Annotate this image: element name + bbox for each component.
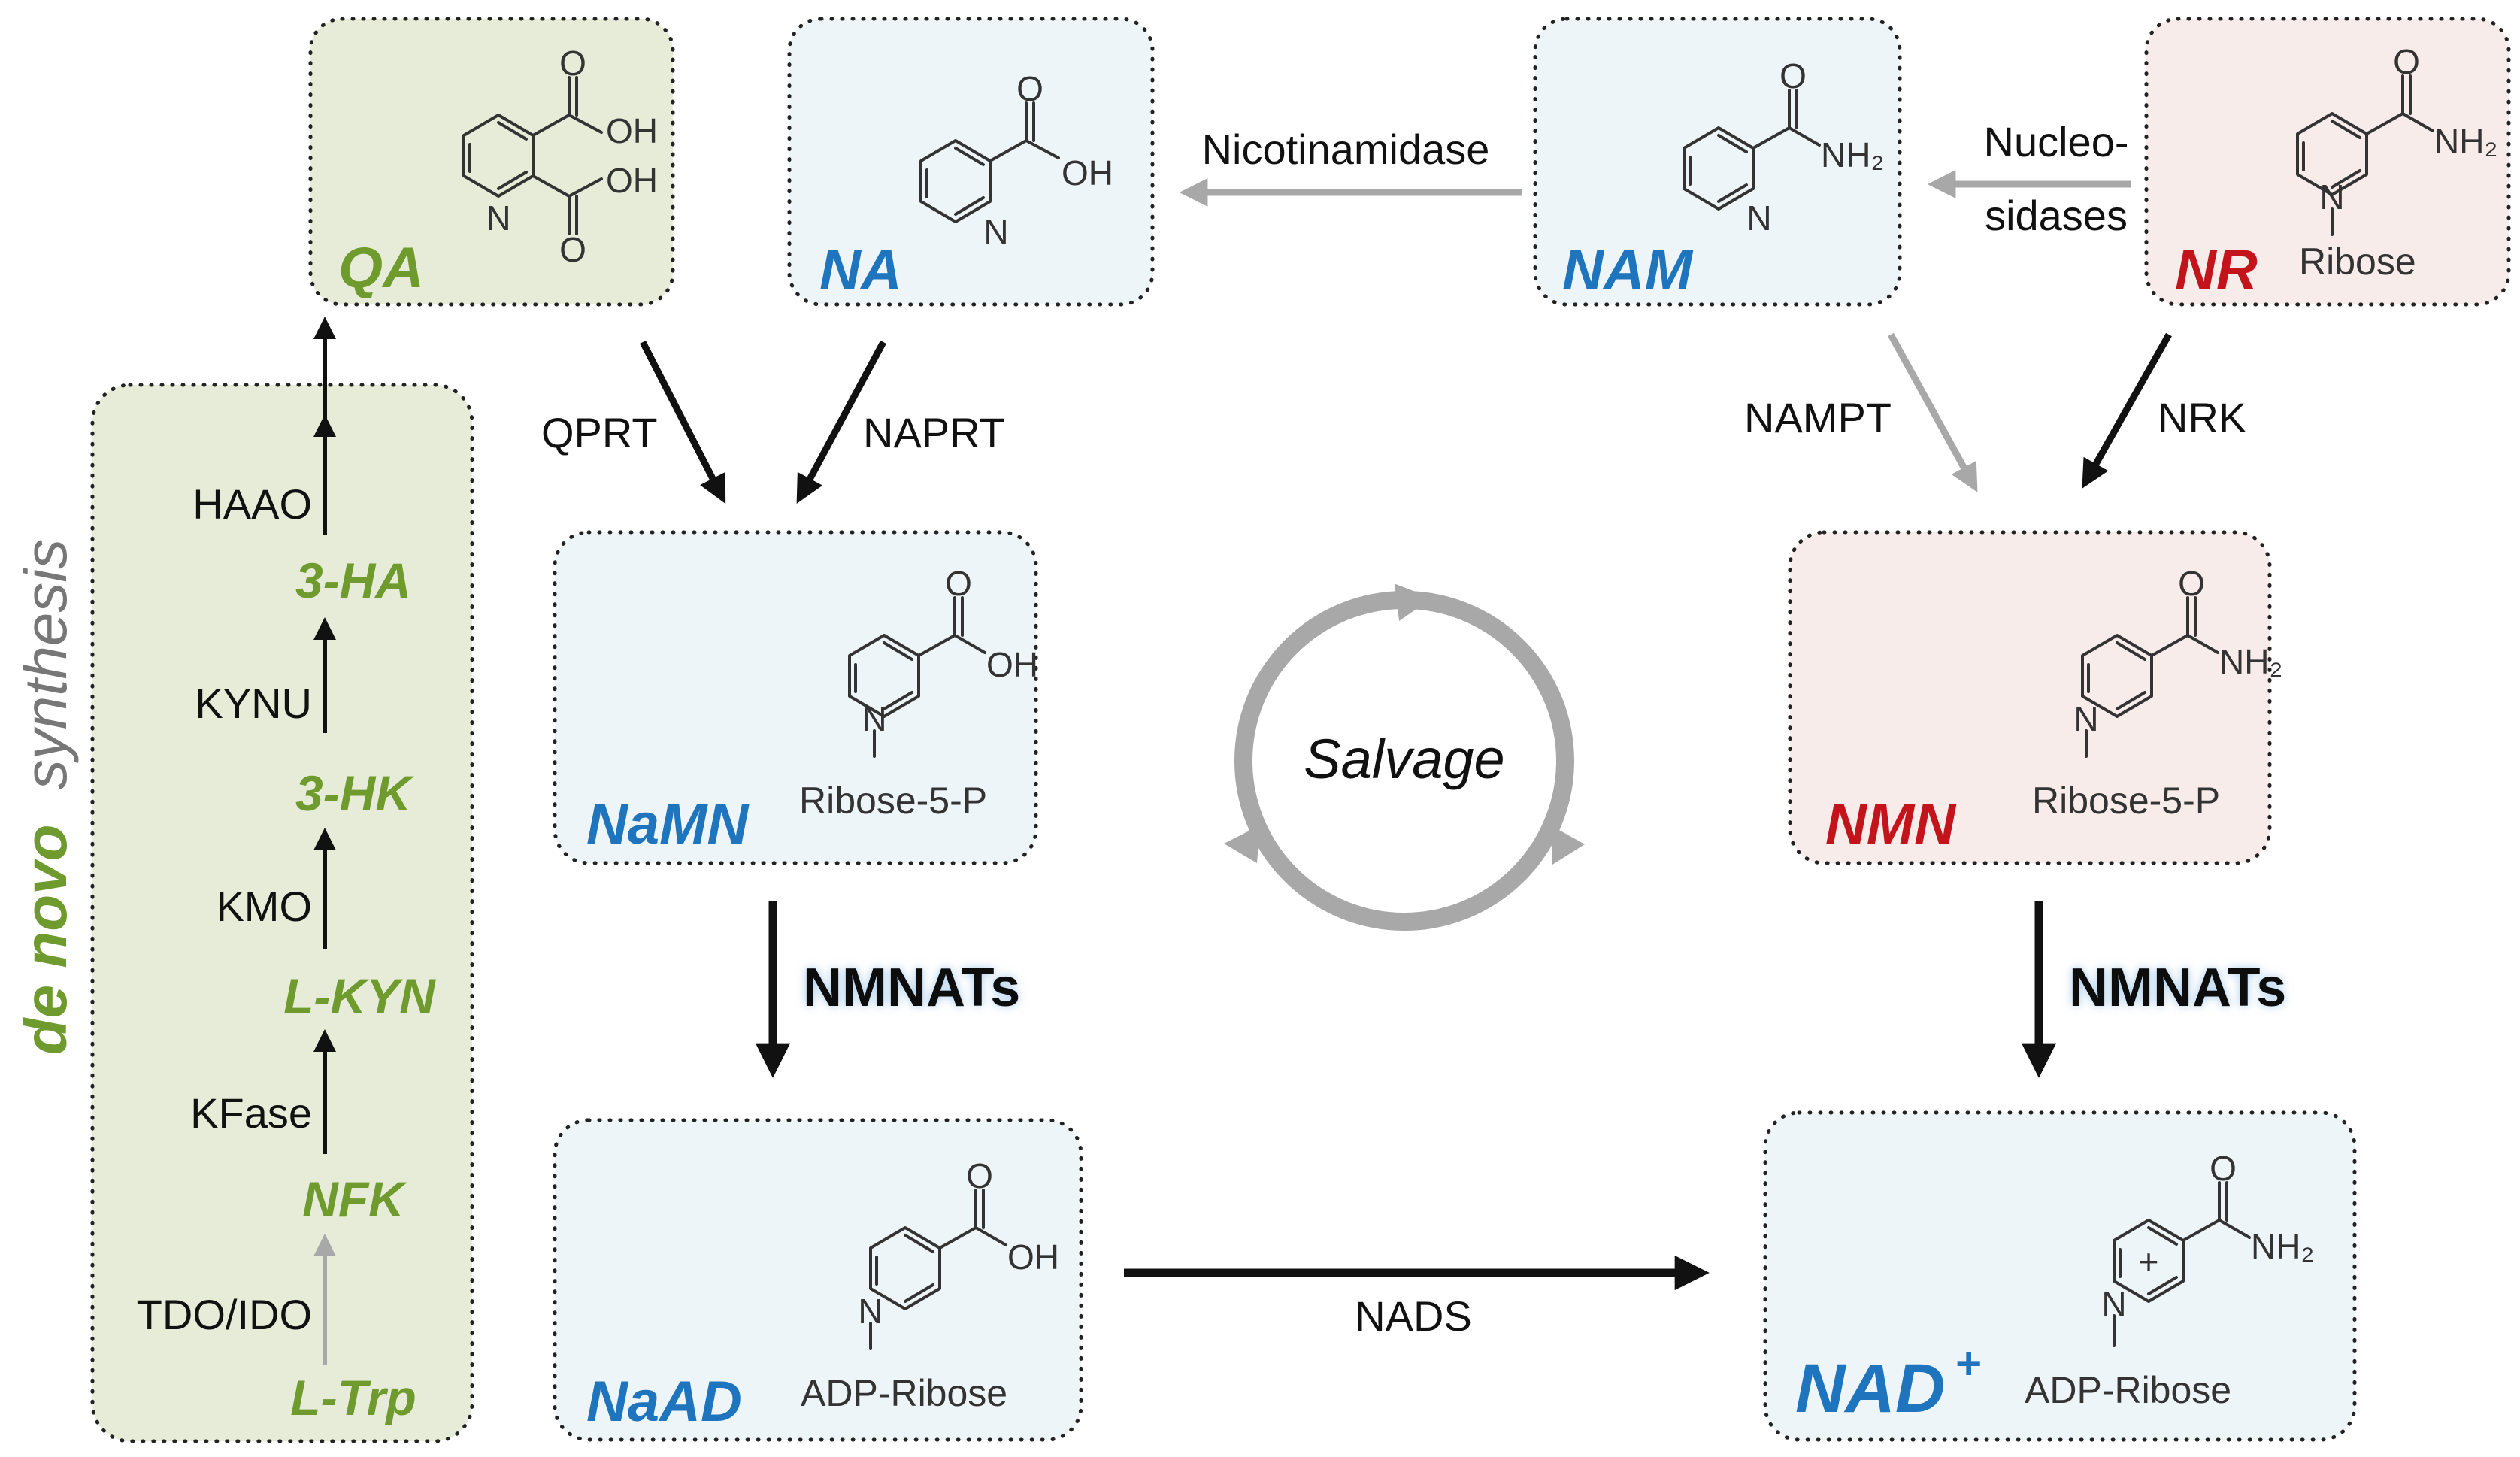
label-kynu: KYNU bbox=[195, 680, 312, 727]
naad-ribose: ADP-Ribose bbox=[801, 1372, 1007, 1414]
qa-n: N bbox=[486, 198, 510, 238]
nad-ribose: ADP-Ribose bbox=[2025, 1369, 2231, 1411]
na-structure: O OH N bbox=[919, 69, 1113, 251]
arrow-naprt bbox=[796, 340, 886, 504]
namn-o: O bbox=[945, 564, 972, 603]
nr-n: N bbox=[2319, 177, 2344, 217]
nad-n: N bbox=[2101, 1284, 2126, 1323]
label-qprt: QPRT bbox=[541, 409, 658, 456]
label-nicotinamidase: Nicotinamidase bbox=[1202, 126, 1490, 173]
nam-o: O bbox=[1779, 56, 1807, 95]
nr-ribose: Ribose bbox=[2299, 241, 2416, 283]
nad-nh2: NH₂ bbox=[2251, 1227, 2314, 1266]
nam-label: NAM bbox=[1562, 238, 1694, 302]
na-o: O bbox=[1016, 69, 1043, 108]
step-nfk: NFK bbox=[302, 1171, 407, 1227]
naad-oh: OH bbox=[1007, 1237, 1059, 1277]
nmn-n: N bbox=[2073, 699, 2098, 738]
naad-o: O bbox=[966, 1156, 993, 1195]
nr-nh2: NH₂ bbox=[2434, 122, 2497, 161]
na-n: N bbox=[983, 212, 1008, 251]
qa-oh1: OH bbox=[606, 111, 658, 150]
nmn-structure: O NH₂ N bbox=[2073, 564, 2282, 758]
step-3-hk: 3-HK bbox=[295, 765, 414, 821]
nr-label: NR bbox=[2175, 238, 2258, 302]
qa-o2: O bbox=[559, 230, 586, 269]
namn-oh: OH bbox=[986, 645, 1038, 684]
qa-structure: O OH OH O N bbox=[462, 44, 658, 269]
label-nmnats-left: NMNATs bbox=[803, 958, 1020, 1018]
namn-n: N bbox=[862, 699, 886, 738]
side-label-synthesis: synthesis bbox=[12, 539, 79, 789]
label-nucleosidases-2: sidases bbox=[1985, 192, 2128, 239]
namn-box bbox=[553, 530, 1038, 865]
step-l-trp: L-Trp bbox=[290, 1370, 416, 1425]
naad-n: N bbox=[858, 1292, 883, 1331]
nr-structure: O NH₂ N bbox=[2296, 42, 2497, 236]
naad-box bbox=[553, 1118, 1083, 1442]
nad-box bbox=[1763, 1110, 2357, 1442]
label-nmnats-right: NMNATs bbox=[2069, 958, 2286, 1018]
nad-ring-charge: + bbox=[2139, 1242, 2159, 1281]
arrow-nrk bbox=[2082, 332, 2172, 489]
label-kmo: KMO bbox=[216, 883, 312, 930]
label-naprt: NAPRT bbox=[863, 409, 1005, 456]
qa-o1: O bbox=[559, 44, 586, 83]
nad-structure: O NH₂ N + bbox=[2101, 1149, 2314, 1347]
nad-o: O bbox=[2210, 1149, 2237, 1188]
nam-structure: O NH₂ N bbox=[1683, 56, 1884, 238]
nmn-nh2: NH₂ bbox=[2219, 642, 2282, 681]
namn-ribose: Ribose-5-P bbox=[799, 780, 987, 822]
nmn-label: NMN bbox=[1825, 792, 1957, 856]
label-kfase: KFase bbox=[190, 1089, 312, 1137]
de-novo-box bbox=[90, 383, 474, 1443]
qa-oh2: OH bbox=[606, 161, 658, 200]
label-tdo-ido: TDO/IDO bbox=[137, 1291, 312, 1338]
arrow-nampt bbox=[1888, 332, 1978, 492]
naad-structure: O OH N bbox=[858, 1156, 1059, 1350]
na-box bbox=[787, 17, 1155, 307]
nam-box bbox=[1533, 17, 1902, 307]
nmn-o: O bbox=[2178, 564, 2205, 603]
side-label-de-novo: de novo bbox=[12, 825, 79, 1056]
arrow-qprt bbox=[639, 340, 726, 504]
namn-structure: O OH N bbox=[848, 564, 1038, 758]
qa-label: QA bbox=[338, 236, 424, 300]
salvage-cycle-icon bbox=[1224, 583, 1585, 931]
nmn-box bbox=[1788, 530, 2272, 865]
label-nads: NADS bbox=[1355, 1292, 1472, 1340]
nad-charge: + bbox=[1955, 1338, 1981, 1389]
na-label: NA bbox=[819, 238, 902, 302]
nmn-ribose: Ribose-5-P bbox=[2032, 780, 2220, 822]
step-l-kyn: L-KYN bbox=[283, 968, 436, 1024]
qa-box bbox=[308, 17, 675, 307]
nr-box bbox=[2144, 17, 2511, 307]
side-label: de novo synthesis bbox=[12, 539, 79, 1055]
nr-o: O bbox=[2393, 42, 2420, 81]
nad-label: NAD bbox=[1795, 1350, 1945, 1427]
na-oh: OH bbox=[1062, 153, 1113, 192]
step-3-ha: 3-HA bbox=[295, 553, 411, 608]
label-nrk: NRK bbox=[2158, 394, 2246, 441]
label-nucleosidases-1: Nucleo- bbox=[1984, 118, 2129, 165]
nam-nh2: NH₂ bbox=[1821, 135, 1884, 174]
naad-label: NaAD bbox=[586, 1370, 742, 1434]
label-nampt: NAMPT bbox=[1744, 394, 1892, 441]
label-haao: HAAO bbox=[192, 480, 312, 528]
nam-n: N bbox=[1746, 198, 1771, 238]
namn-label: NaMN bbox=[586, 792, 750, 856]
salvage-label: Salvage bbox=[1304, 728, 1504, 790]
